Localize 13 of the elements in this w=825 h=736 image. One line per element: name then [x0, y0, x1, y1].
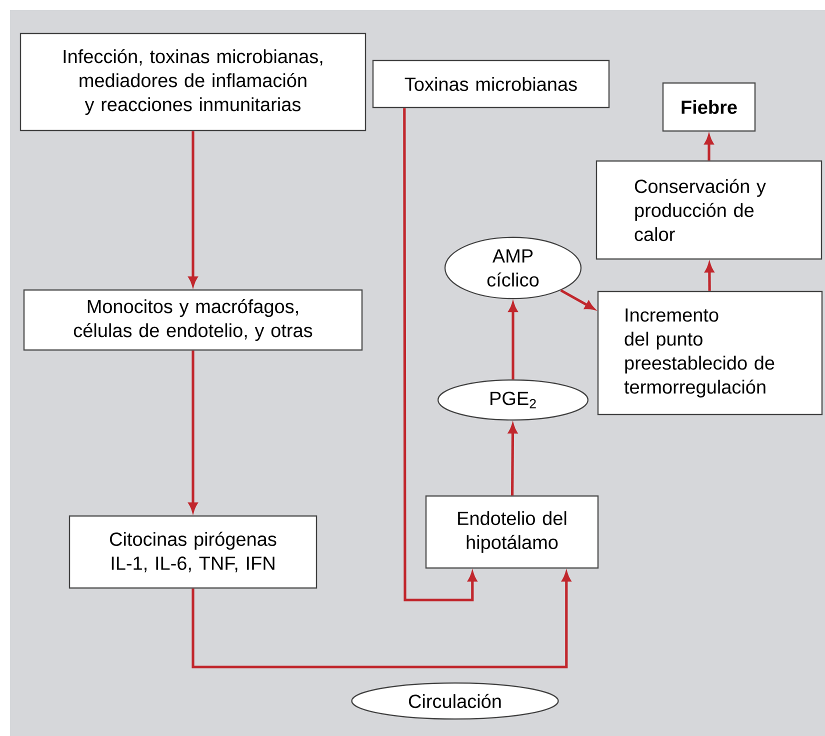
process-box: Toxinas microbianas	[372, 60, 610, 108]
process-box: Citocinas pirógenas IL-1, IL-6, TNF, IFN	[68, 515, 318, 589]
process-box: Endotelio del hipotálamo	[425, 495, 599, 569]
process-box: Incremento del punto preestablecido de termorregulación	[597, 290, 823, 416]
arrow	[560, 289, 595, 310]
ellipse-node: AMP cíclico	[444, 236, 582, 300]
process-box: Conservación y producción de calor	[596, 160, 822, 260]
process-box: Fiebre	[662, 82, 756, 132]
arrow	[403, 108, 477, 602]
ellipse-node: Circulación	[351, 682, 559, 720]
process-box: Infección, toxinas microbianas, mediadores de inflamación y reacciones inmunitarias	[20, 32, 366, 132]
ellipse-node: PGE$_{2}$	[437, 379, 589, 421]
process-box: Monocitos y macrófagos, células de endotelio, y otras	[23, 289, 363, 351]
